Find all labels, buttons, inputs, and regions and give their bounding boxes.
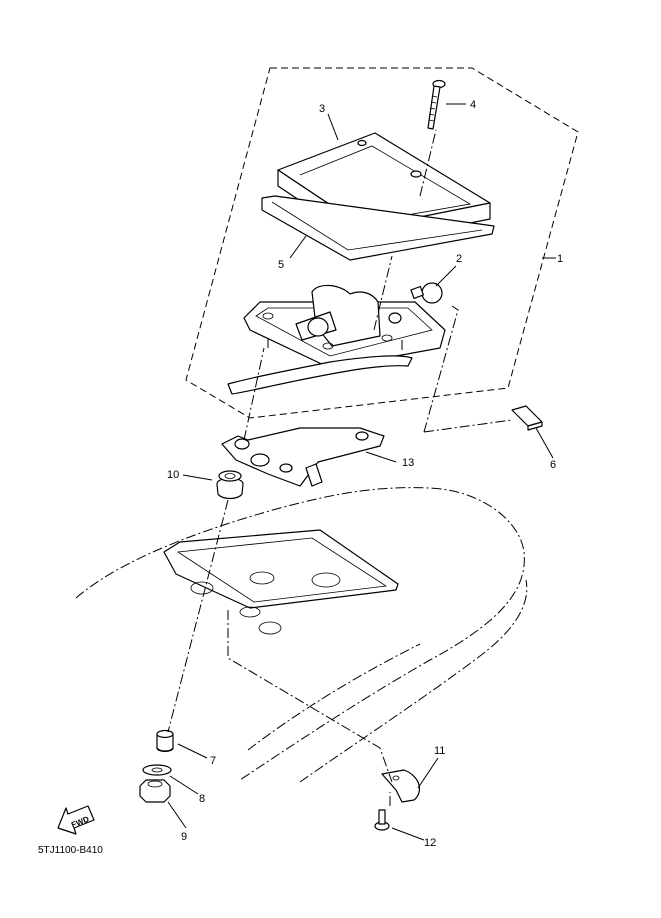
screw	[427, 79, 446, 130]
leader-lines	[167, 103, 556, 841]
callout-1: 1	[557, 253, 563, 265]
callout-labels: 1 2 3 4 5 6 7 8 9 10 11 12 13	[167, 99, 563, 849]
fwd-arrow-icon: FWD	[57, 805, 95, 835]
rear-fender-outline	[75, 487, 528, 783]
callout-6: 6	[550, 459, 556, 471]
callout-10: 10	[167, 469, 179, 481]
bulb	[410, 282, 443, 304]
washer	[142, 764, 172, 776]
callout-13: 13	[402, 457, 414, 469]
callout-4: 4	[470, 99, 476, 111]
callout-2: 2	[456, 253, 462, 265]
callout-12: 12	[424, 837, 436, 849]
lamp-housing	[227, 284, 446, 395]
drawing-code: 5TJ1100-B410	[38, 845, 103, 856]
nut	[139, 779, 171, 803]
collar	[156, 729, 174, 753]
assembly-boundary	[185, 67, 579, 419]
bracket	[221, 427, 385, 487]
gasket	[261, 195, 495, 261]
callout-11: 11	[434, 745, 445, 757]
alignment-lines	[167, 129, 513, 806]
callout-8: 8	[199, 793, 205, 805]
callout-5: 5	[278, 259, 284, 271]
callout-7: 7	[210, 755, 216, 767]
callout-3: 3	[319, 103, 325, 115]
clamp	[381, 769, 421, 803]
small-screw	[374, 809, 390, 831]
grommet	[216, 470, 244, 500]
tail-block	[511, 405, 543, 431]
callout-9: 9	[181, 831, 187, 843]
